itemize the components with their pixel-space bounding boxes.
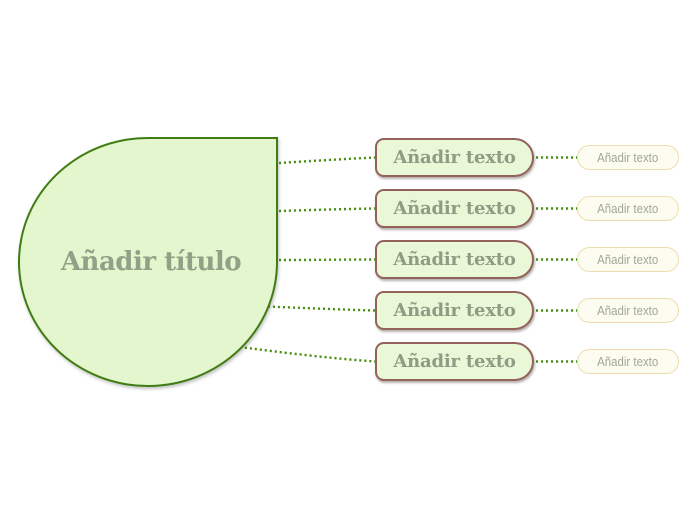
subtopic-node-2[interactable]: Añadir texto bbox=[577, 196, 679, 221]
subtopic-node-5[interactable]: Añadir texto bbox=[577, 349, 679, 374]
connector-root-branch-1 bbox=[278, 156, 376, 165]
subtopic-label: Añadir texto bbox=[597, 303, 659, 318]
branch-topic-node-1[interactable]: Añadir texto bbox=[375, 138, 534, 177]
root-topic-label: Añadir título bbox=[60, 247, 242, 277]
connector-root-branch-3 bbox=[278, 258, 376, 262]
subtopic-label: Añadir texto bbox=[597, 252, 659, 267]
connector-root-branch-4 bbox=[267, 305, 376, 312]
subtopic-label: Añadir texto bbox=[597, 201, 659, 216]
connector-root-branch-5 bbox=[239, 345, 376, 363]
subtopic-label: Añadir texto bbox=[597, 150, 659, 165]
subtopic-node-4[interactable]: Añadir texto bbox=[577, 298, 679, 323]
subtopic-label: Añadir texto bbox=[597, 354, 659, 369]
branch-topic-node-4[interactable]: Añadir texto bbox=[375, 291, 534, 330]
branch-topic-label: Añadir texto bbox=[393, 351, 516, 372]
branch-topic-label: Añadir texto bbox=[393, 300, 516, 321]
branch-topic-node-3[interactable]: Añadir texto bbox=[375, 240, 534, 279]
branch-topic-label: Añadir texto bbox=[393, 198, 516, 219]
subtopic-node-3[interactable]: Añadir texto bbox=[577, 247, 679, 272]
subtopic-node-1[interactable]: Añadir texto bbox=[577, 145, 679, 170]
branch-topic-node-5[interactable]: Añadir texto bbox=[375, 342, 534, 381]
branch-topic-label: Añadir texto bbox=[393, 147, 516, 168]
root-topic-node[interactable]: Añadir título bbox=[18, 137, 278, 387]
branch-topic-label: Añadir texto bbox=[393, 249, 516, 270]
branch-topic-node-2[interactable]: Añadir texto bbox=[375, 189, 534, 228]
connector-root-branch-2 bbox=[278, 207, 376, 213]
